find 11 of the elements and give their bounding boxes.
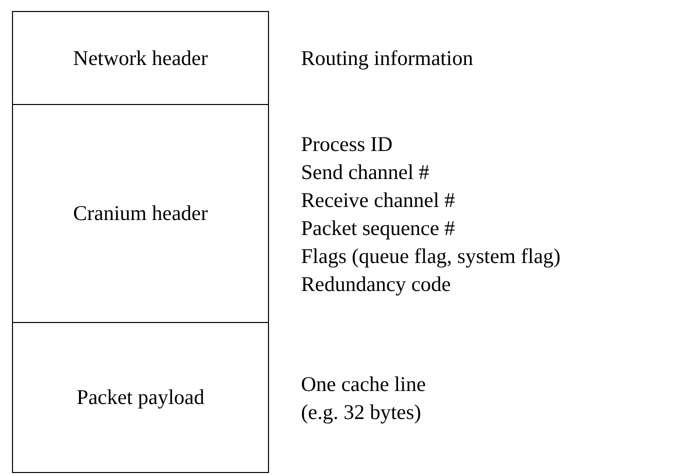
field-description: One cache line (e.g. 32 bytes) [301, 370, 427, 426]
field-description: Flags (queue flag, system flag) [301, 242, 562, 270]
field-description: Packet sequence # [301, 214, 456, 242]
field-description: Receive channel # [301, 186, 456, 214]
field-name: Packet payload [76, 385, 204, 410]
field-description: Process ID [301, 130, 394, 158]
field-name: Cranium header [73, 201, 208, 226]
field-description: Send channel # [301, 158, 430, 186]
field-name: Network header [73, 46, 208, 70]
field-description: Routing information [301, 45, 474, 72]
field-description: Redundancy code [301, 270, 452, 298]
